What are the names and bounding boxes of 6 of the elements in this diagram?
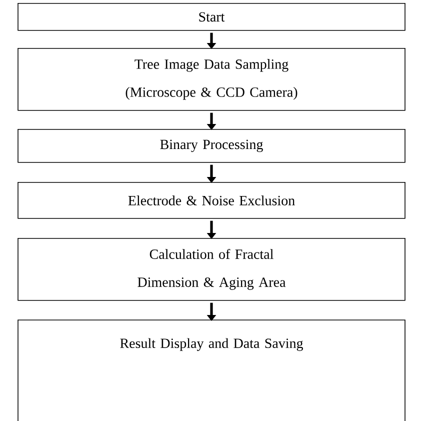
process-box: Electrode & Noise Exclusion bbox=[18, 182, 406, 219]
process-box: Binary Processing bbox=[18, 129, 406, 163]
process-box: Start bbox=[18, 3, 406, 31]
process-box: Tree Image Data Sampling (Microscope & CCD Camera) bbox=[18, 48, 406, 111]
process-box: Calculation of Fractal Dimension & Aging Area bbox=[18, 238, 406, 301]
process-box: Result Display and Data Saving bbox=[18, 320, 406, 421]
